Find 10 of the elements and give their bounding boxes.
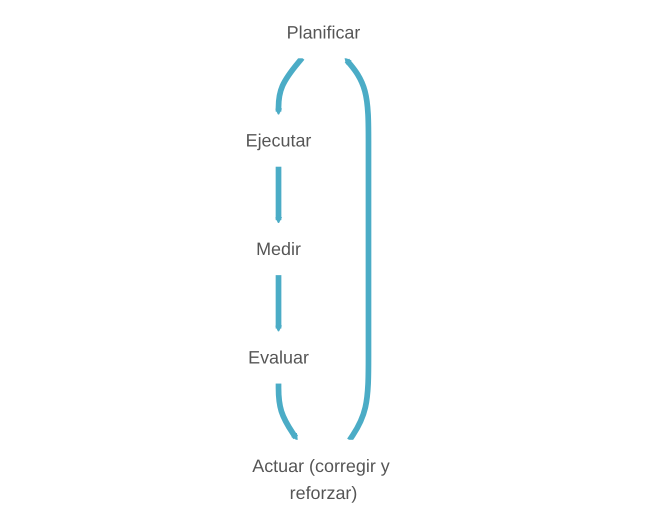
arrow — [274, 274, 282, 332]
node-text: Medir — [256, 238, 301, 260]
node-text: Ejecutar — [246, 130, 312, 151]
node-text: Evaluar — [248, 347, 309, 368]
arrow — [344, 58, 372, 442]
node-text: Actuar (corregir y reforzar) — [252, 456, 390, 503]
arrow — [276, 383, 298, 441]
arrow — [274, 166, 282, 224]
node-text: Planificar — [286, 22, 360, 42]
arrow — [274, 56, 304, 116]
